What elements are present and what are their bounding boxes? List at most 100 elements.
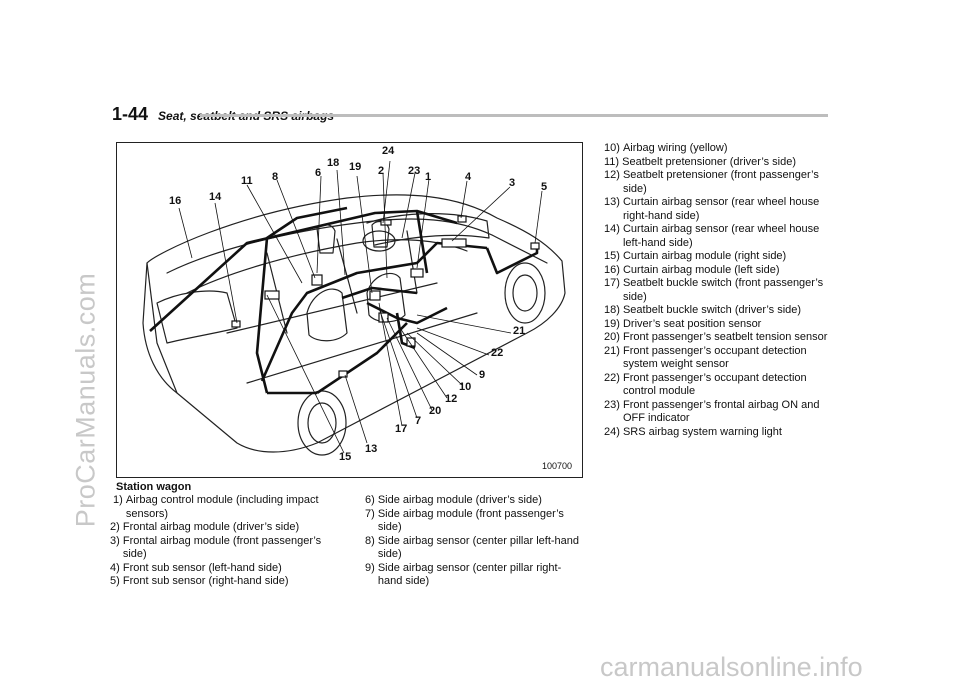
callout-24: 24 [382,145,395,157]
callout-10: 10 [459,381,472,393]
legend-item: 11) Seatbelt pretensioner (driver’s side… [604,156,828,170]
legend-number: 5) [110,575,123,587]
car-illustration [142,160,566,456]
callout-19: 19 [349,161,362,173]
legend-number: 9) [365,561,378,574]
legend-item: 13) Curtain airbag sensor (rear wheel ho… [604,196,828,223]
legend-item: 6) Side airbag module (driver’s side) [365,494,580,508]
callout-20: 20 [429,405,442,417]
legend-text: Airbag control module (including impact … [125,494,319,520]
legend-item: 20) Front passenger’s seatbelt tension s… [604,331,828,345]
legend-item: 21) Front passenger’s occupant detection… [604,345,828,372]
legend-number: 12) [604,169,623,181]
legend-text: Frontal airbag module (front passenger’s… [122,534,322,561]
legend-item: 12) Seatbelt pretensioner (front passeng… [604,169,828,196]
legend-text: Front passenger’s occupant detection con… [622,371,807,398]
legend-number: 21) [604,344,623,357]
legend-item: 1) Airbag control module (including impa… [110,494,342,521]
legend-item: 23) Front passenger’s frontal airbag ON … [604,399,828,426]
legend-number: 14) [604,223,623,235]
legend-text: Seatbelt pretensioner (front passenger’s… [622,169,819,195]
legend-number: 2) [110,521,123,533]
legend-number: 4) [110,561,123,574]
legend-text: Side airbag sensor (center pillar right-… [377,561,562,588]
legend-text: Seatbelt buckle switch (front passenger’… [622,277,824,303]
legend-number: 1) [110,494,126,506]
page-number: 1-44 [112,104,149,124]
car-srs-diagram: 16 14 11 8 6 18 19 2 24 23 1 4 3 5 21 22… [116,142,583,478]
figure-code: 100700 [541,461,572,471]
legend-column-1: 1) Airbag control module (including impa… [110,494,342,589]
legend-text: Curtain airbag sensor (rear wheel house … [622,196,820,222]
legend-item: 10) Airbag wiring (yellow) [604,142,828,156]
legend-item: 9) Side airbag sensor (center pillar rig… [365,562,580,589]
callout-22: 22 [491,347,504,359]
legend-item: 17) Seatbelt buckle switch (front passen… [604,277,828,304]
legend-text: Airbag wiring (yellow) [622,142,728,154]
legend-item: 4) Front sub sensor (left-hand side) [110,562,342,576]
legend-item: 15) Curtain airbag module (right side) [604,250,828,264]
legend-item: 16) Curtain airbag module (left side) [604,264,828,278]
legend-text: Curtain airbag module (right side) [622,250,787,262]
callout-13: 13 [365,443,378,455]
callout-4: 4 [465,171,472,183]
legend-text: Front passenger’s occupant detection sys… [622,344,807,371]
legend-text: Side airbag sensor (center pillar left-h… [377,534,580,561]
callout-6: 6 [315,167,322,179]
legend-number: 6) [365,494,378,506]
legend-item: 7) Side airbag module (front passenger’s… [365,508,580,535]
legend-item: 22) Front passenger’s occupant detection… [604,372,828,399]
legend-number: 11) [604,155,623,168]
callout-11: 11 [241,175,253,187]
callout-1: 1 [425,171,432,183]
callout-7: 7 [415,415,422,427]
legend-item: 18) Seatbelt buckle switch (driver’s sid… [604,304,828,318]
legend-text: Front passenger’s frontal airbag ON and … [622,398,820,425]
callout-18: 18 [327,157,340,169]
legend-text: Front sub sensor (right-hand side) [122,575,289,587]
legend-text: Seatbelt pretensioner (driver’s side) [622,155,796,168]
callout-21: 21 [513,325,526,337]
callout-2: 2 [378,165,385,177]
legend-item: 24) SRS airbag system warning light [604,426,828,440]
callout-16: 16 [169,195,182,207]
legend-text: Side airbag module (front passenger’s si… [377,507,564,534]
legend-text: Frontal airbag module (driver’s side) [122,521,300,533]
legend-text: Seatbelt buckle switch (driver’s side) [622,304,802,316]
callout-17: 17 [395,423,408,435]
callout-23: 23 [408,165,421,177]
legend-number: 24) [604,425,623,438]
legend-column-3: 10) Airbag wiring (yellow) 11) Seatbelt … [604,142,828,439]
callout-14: 14 [209,191,222,203]
legend-item: 14) Curtain airbag sensor (rear wheel ho… [604,223,828,250]
legend-item: 5) Front sub sensor (right-hand side) [110,575,342,589]
legend-item: 3) Frontal airbag module (front passenge… [110,535,342,562]
callout-3: 3 [509,177,516,189]
callout-15: 15 [339,451,352,463]
figure-caption: Station wagon [116,481,192,493]
legend-number: 22) [604,371,623,384]
legend-number: 15) [604,250,623,262]
legend-column-2: 6) Side airbag module (driver’s side) 7)… [365,494,580,589]
legend-number: 18) [604,304,623,316]
legend-number: 8) [365,534,378,547]
legend-number: 7) [365,507,378,520]
watermark-carmanualsonline: carmanualsonline.info [600,652,863,682]
legend-number: 3) [110,534,123,547]
legend-number: 23) [604,398,623,411]
legend-number: 17) [604,277,623,289]
legend-number: 20) [604,331,623,343]
legend-text: Curtain airbag sensor (rear wheel house … [622,223,820,249]
header-rule [200,114,828,117]
legend-text: Side airbag module (driver’s side) [377,494,542,506]
callout-12: 12 [445,393,458,405]
legend-item: 19) Driver’s seat position sensor [604,318,828,332]
watermark-procarmanuals: ProCarManuals.com [70,272,101,528]
legend-number: 19) [604,317,623,330]
callout-5: 5 [541,181,548,193]
legend-number: 16) [604,263,623,276]
legend-text: Front passenger’s seatbelt tension senso… [622,331,828,343]
callout-9: 9 [479,369,486,381]
callout-8: 8 [272,171,279,183]
legend-number: 10) [604,142,623,154]
